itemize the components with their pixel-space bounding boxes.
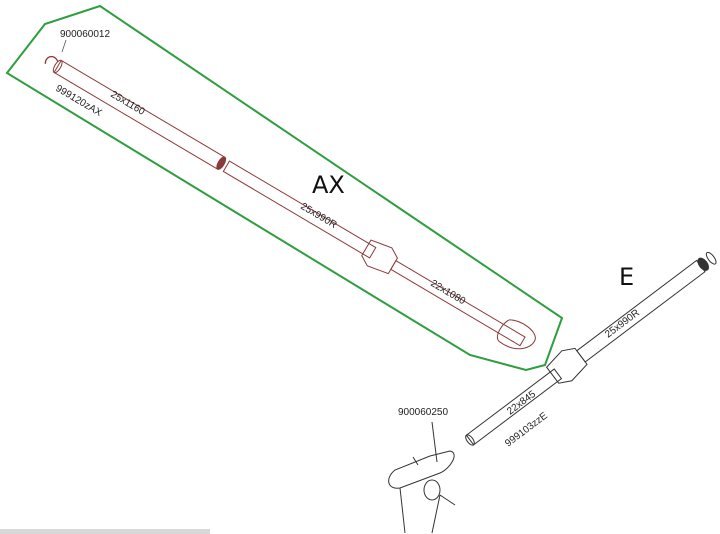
label-ax-25x1160: 25x1160 <box>108 89 146 118</box>
e-tube-lower <box>465 368 563 446</box>
label-999120zAX: 999120zAX <box>53 83 103 119</box>
ax-tube-3 <box>390 259 526 347</box>
e-spring <box>697 257 709 271</box>
ax-clamp-1 <box>361 239 399 275</box>
ax-tube-2 <box>222 160 377 259</box>
leader-900060012 <box>61 39 67 53</box>
ax-pole <box>44 55 536 350</box>
label-ax: AX <box>312 171 345 199</box>
horizontal-scrollbar[interactable] <box>0 529 210 534</box>
label-ax-25x990R: 25x990R <box>298 201 338 231</box>
label-e: E <box>619 263 634 291</box>
e-tip <box>705 251 717 265</box>
ax-clamp-2 <box>497 319 536 350</box>
e-pole <box>465 251 717 446</box>
connector-900060250 <box>388 421 456 534</box>
ax-hook <box>44 55 59 64</box>
ax-joint <box>216 156 227 170</box>
ax-group-outline <box>5 4 564 372</box>
e-clamp <box>545 347 588 384</box>
e-tube-upper <box>576 259 706 363</box>
label-900060250: 900060250 <box>398 407 448 418</box>
label-900060012: 900060012 <box>60 29 110 40</box>
